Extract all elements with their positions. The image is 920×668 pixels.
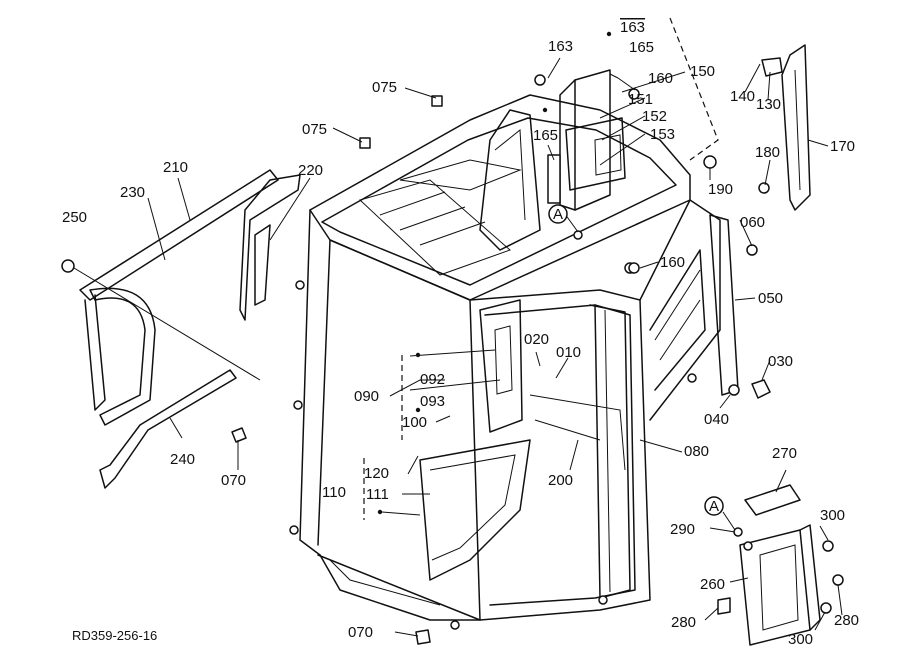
label-070: 070	[221, 472, 246, 489]
label-300: 300	[820, 507, 845, 524]
bracket-assembly	[717, 484, 844, 646]
left-seal-parts	[61, 169, 431, 645]
label-111: 111	[366, 486, 389, 503]
label-110: 110	[322, 484, 346, 501]
label-160: 160	[648, 70, 673, 87]
part-270	[744, 484, 801, 516]
part-220	[239, 174, 301, 321]
part-250	[61, 259, 75, 273]
part-210	[79, 169, 279, 301]
leader-dots	[377, 31, 612, 515]
label-010: 010	[556, 344, 581, 361]
label-280: 280	[834, 612, 859, 629]
part-070-lower	[415, 629, 431, 645]
label-075-b: 075	[302, 121, 327, 138]
part-230	[89, 287, 156, 426]
label-050: 050	[758, 290, 783, 307]
label-270: 270	[772, 445, 797, 462]
label-300-b: 300	[788, 631, 813, 648]
label-140: 140	[730, 88, 755, 105]
part-070-upper	[231, 427, 247, 443]
label-152: 152	[642, 108, 667, 125]
label-070-b: 070	[348, 624, 373, 641]
part-111	[419, 439, 531, 581]
label-100: 100	[402, 414, 427, 431]
label-030: 030	[768, 353, 793, 370]
label-060: 060	[740, 214, 765, 231]
label-180: 180	[755, 144, 780, 161]
label-280-b: 280	[671, 614, 696, 631]
label-092: 092	[420, 371, 445, 388]
label-160-b: 160	[660, 254, 685, 271]
part-170	[781, 44, 811, 211]
label-075: 075	[372, 79, 397, 96]
part-030	[751, 379, 771, 399]
label-150: 150	[690, 63, 715, 80]
label-260: 260	[700, 576, 725, 593]
part-130	[761, 57, 783, 77]
label-151: 151	[628, 91, 653, 108]
grouping-dashes	[363, 17, 719, 520]
label-240: 240	[170, 451, 195, 468]
label-220: 220	[298, 162, 323, 179]
label-163-group: 163	[620, 19, 645, 36]
label-080: 080	[684, 443, 709, 460]
cab-frame	[289, 69, 721, 630]
label-130: 130	[756, 96, 781, 113]
label-165: 165	[629, 39, 654, 56]
drawing-reference: RD359-256-16	[72, 628, 157, 643]
label-190: 190	[708, 181, 733, 198]
label-093: 093	[420, 393, 445, 410]
door-panels	[419, 299, 626, 581]
leader-lines	[147, 57, 843, 637]
label-120: 120	[364, 465, 389, 482]
part-092	[479, 299, 523, 433]
label-040: 040	[704, 411, 729, 428]
label-170: 170	[830, 138, 855, 155]
callout-a-label: A	[553, 206, 563, 223]
callout-a-bracket: A	[704, 496, 724, 516]
part-240	[99, 369, 237, 489]
part-labels: 163 163 165 150 160 151 152 153 165 140 …	[62, 19, 859, 648]
part-050	[709, 214, 739, 396]
label-165-b: 165	[533, 127, 558, 144]
label-090: 090	[354, 388, 379, 405]
label-020: 020	[524, 331, 549, 348]
label-230: 230	[120, 184, 145, 201]
label-163: 163	[548, 38, 573, 55]
callout-a-frame: A	[548, 204, 568, 224]
label-290: 290	[670, 521, 695, 538]
label-153: 153	[650, 126, 675, 143]
label-200: 200	[548, 472, 573, 489]
right-side-parts	[359, 44, 811, 399]
label-250: 250	[62, 209, 87, 226]
label-210: 210	[163, 159, 188, 176]
callout-a-label-bracket: A	[709, 498, 719, 515]
